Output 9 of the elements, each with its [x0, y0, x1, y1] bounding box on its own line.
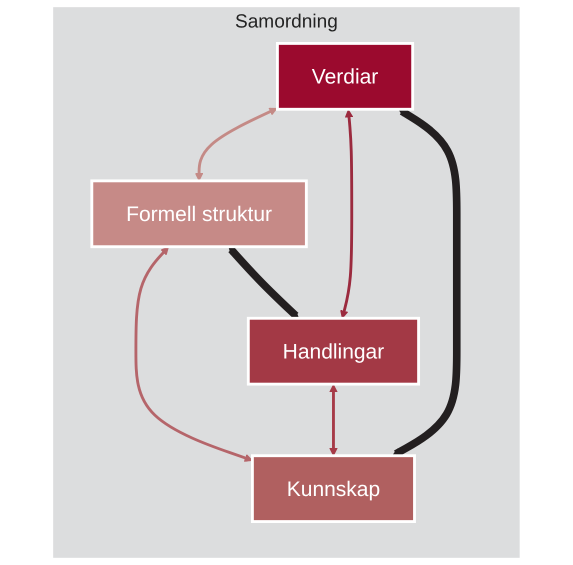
node-box: Formell struktur: [90, 179, 308, 248]
node-box: Verdiar: [276, 42, 414, 111]
node-box: Handlingar: [246, 316, 420, 386]
arrow: [194, 108, 278, 182]
arrow: [228, 246, 300, 319]
arrow: [329, 384, 338, 456]
node-box: Kunnskap: [251, 454, 416, 523]
arrow: [340, 109, 354, 319]
arrow: [134, 246, 253, 462]
